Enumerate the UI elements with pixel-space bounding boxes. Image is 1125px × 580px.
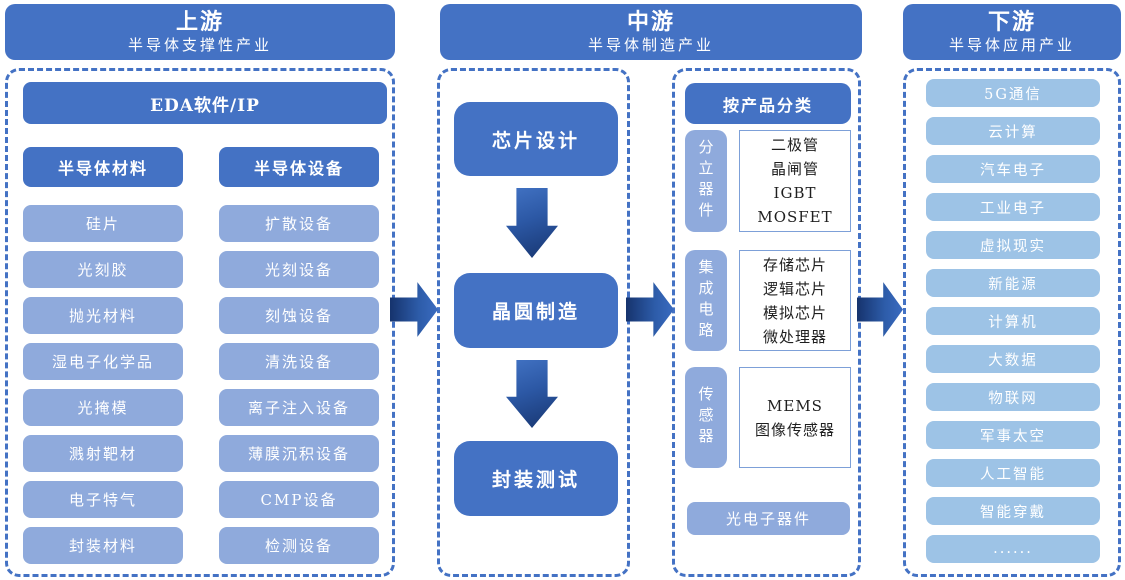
midstream-flow-panel: 芯片设计 晶圆制造 封装测试 bbox=[437, 68, 630, 577]
detail-line: 逻辑芯片 bbox=[762, 279, 827, 298]
downstream-panel: 5G通信 云计算 汽车电子 工业电子 虚拟现实 新能源 计算机 大数据 物联网 … bbox=[903, 68, 1121, 577]
application-item: 人工智能 bbox=[926, 459, 1100, 487]
application-item: 物联网 bbox=[926, 383, 1100, 411]
equipment-item: 光刻设备 bbox=[219, 251, 379, 288]
equipment-header: 半导体设备 bbox=[219, 147, 379, 187]
equipment-item: 薄膜沉积设备 bbox=[219, 435, 379, 472]
upstream-header: 上游 半导体支撑性产业 bbox=[5, 4, 395, 60]
group-detail-integrated-circuits: 存储芯片 逻辑芯片 模拟芯片 微处理器 bbox=[739, 250, 851, 351]
arrow-right-icon bbox=[390, 282, 438, 337]
group-label-sensors: 传感器 bbox=[685, 367, 727, 468]
equipment-item: 扩散设备 bbox=[219, 205, 379, 242]
detail-line: 晶闸管 bbox=[770, 160, 819, 178]
material-item: 封装材料 bbox=[23, 527, 183, 564]
material-item: 电子特气 bbox=[23, 481, 183, 518]
group-detail-discrete-devices: 二极管 晶闸管 IGBT MOSFET bbox=[739, 130, 851, 232]
equipment-item: 离子注入设备 bbox=[219, 389, 379, 426]
classification-header: 按产品分类 bbox=[685, 83, 851, 124]
applications-column: 5G通信 云计算 汽车电子 工业电子 虚拟现实 新能源 计算机 大数据 物联网 … bbox=[926, 79, 1100, 563]
equipment-item: 刻蚀设备 bbox=[219, 297, 379, 334]
equipment-column: 扩散设备 光刻设备 刻蚀设备 清洗设备 离子注入设备 薄膜沉积设备 CMP设备 … bbox=[219, 205, 379, 564]
flow-step-wafer-fab: 晶圆制造 bbox=[454, 273, 618, 348]
equipment-item: 检测设备 bbox=[219, 527, 379, 564]
detail-line: 二极管 bbox=[770, 136, 819, 154]
flow-step-package-test: 封装测试 bbox=[454, 441, 618, 516]
upstream-panel: EDA软件/IP 半导体材料 半导体设备 硅片 光刻胶 抛光材料 湿电子化学品 … bbox=[5, 68, 395, 577]
detail-line: MEMS bbox=[767, 396, 823, 415]
arrow-right-icon bbox=[857, 282, 903, 337]
upstream-title: 上游 bbox=[175, 8, 224, 35]
detail-line: 模拟芯片 bbox=[762, 303, 827, 322]
detail-line: 图像传感器 bbox=[754, 420, 835, 439]
materials-header: 半导体材料 bbox=[23, 147, 183, 187]
product-classification-panel: 按产品分类 分立器件 二极管 晶闸管 IGBT MOSFET 集成电路 存储芯片… bbox=[672, 68, 861, 577]
downstream-header: 下游 半导体应用产业 bbox=[903, 4, 1121, 60]
detail-line: MOSFET bbox=[757, 208, 833, 226]
application-item: 计算机 bbox=[926, 307, 1100, 335]
material-item: 硅片 bbox=[23, 205, 183, 242]
application-item: 智能穿戴 bbox=[926, 497, 1100, 525]
materials-column: 硅片 光刻胶 抛光材料 湿电子化学品 光掩模 溅射靶材 电子特气 封装材料 bbox=[23, 205, 183, 564]
material-item: 溅射靶材 bbox=[23, 435, 183, 472]
application-item: ...... bbox=[926, 535, 1100, 563]
eda-software-ip-box: EDA软件/IP bbox=[23, 82, 387, 124]
downstream-subtitle: 半导体应用产业 bbox=[948, 36, 1075, 55]
group-detail-sensors: MEMS 图像传感器 bbox=[739, 367, 851, 468]
flow-step-chip-design: 芯片设计 bbox=[454, 102, 618, 176]
detail-line: 微处理器 bbox=[762, 327, 827, 346]
midstream-header: 中游 半导体制造产业 bbox=[440, 4, 862, 60]
arrow-down-icon bbox=[506, 360, 558, 428]
application-item: 工业电子 bbox=[926, 193, 1100, 221]
detail-line: 存储芯片 bbox=[762, 255, 827, 274]
equipment-item: 清洗设备 bbox=[219, 343, 379, 380]
group-label-integrated-circuits: 集成电路 bbox=[685, 250, 727, 351]
material-item: 抛光材料 bbox=[23, 297, 183, 334]
application-item: 大数据 bbox=[926, 345, 1100, 373]
application-item: 云计算 bbox=[926, 117, 1100, 145]
optoelectronic-devices-box: 光电子器件 bbox=[687, 502, 850, 535]
material-item: 光掩模 bbox=[23, 389, 183, 426]
downstream-title: 下游 bbox=[987, 8, 1036, 35]
arrow-down-icon bbox=[506, 188, 558, 258]
midstream-subtitle: 半导体制造产业 bbox=[587, 36, 714, 55]
material-item: 湿电子化学品 bbox=[23, 343, 183, 380]
application-item: 虚拟现实 bbox=[926, 231, 1100, 259]
group-label-discrete-devices: 分立器件 bbox=[685, 130, 727, 232]
arrow-right-icon bbox=[626, 282, 674, 337]
detail-line: IGBT bbox=[773, 184, 817, 202]
upstream-subtitle: 半导体支撑性产业 bbox=[127, 36, 272, 55]
application-item: 汽车电子 bbox=[926, 155, 1100, 183]
equipment-item: CMP设备 bbox=[219, 481, 379, 518]
application-item: 新能源 bbox=[926, 269, 1100, 297]
material-item: 光刻胶 bbox=[23, 251, 183, 288]
application-item: 军事太空 bbox=[926, 421, 1100, 449]
application-item: 5G通信 bbox=[926, 79, 1100, 107]
midstream-title: 中游 bbox=[626, 8, 675, 35]
